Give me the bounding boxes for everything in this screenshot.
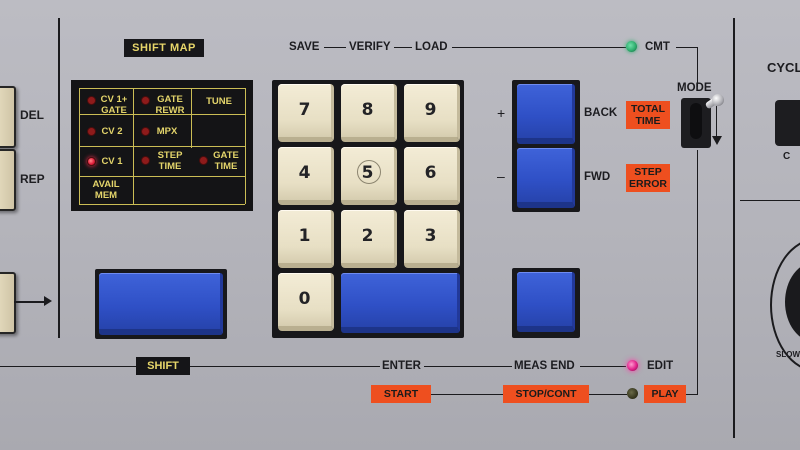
key-0[interactable]: 0 — [278, 273, 334, 331]
key-8[interactable]: 8 — [341, 84, 397, 142]
fwd-label: FWD — [584, 171, 611, 183]
del-label: DEL — [20, 108, 44, 122]
start-label: START — [371, 385, 431, 403]
arrow-right-icon — [44, 296, 52, 306]
key-5-ring-mark — [357, 160, 381, 184]
back-label: BACK — [584, 107, 618, 119]
mpx-label: MPX — [156, 126, 178, 137]
cmt-led — [626, 41, 637, 52]
rep-key[interactable] — [0, 149, 16, 211]
gate-rewr-led — [141, 96, 150, 105]
plus-label: + — [497, 105, 506, 121]
play-label: PLAY — [644, 385, 686, 403]
cv1-gate-led — [87, 96, 96, 105]
cv2-led — [87, 127, 96, 136]
key-2[interactable]: 2 — [341, 210, 397, 268]
cv1-led — [87, 157, 96, 166]
left-lower-key[interactable] — [0, 272, 16, 334]
verify-label: VERIFY — [349, 41, 391, 53]
enter-label: ENTER — [382, 360, 421, 372]
gate-time-led — [199, 156, 208, 165]
total-time-label: TOTAL TIME — [626, 101, 670, 129]
shift-label: SHIFT — [136, 357, 190, 375]
meas-end-key[interactable] — [517, 272, 575, 332]
cv2-label: CV 2 — [101, 126, 123, 137]
left-divider-line — [58, 18, 60, 338]
mode-toggle-tip[interactable] — [712, 94, 724, 106]
cycle-knob[interactable] — [785, 262, 800, 342]
back-key[interactable] — [517, 84, 575, 144]
meas-end-label: MEAS END — [514, 360, 575, 372]
minus-label: – — [497, 168, 505, 184]
save-label: SAVE — [289, 41, 320, 53]
cv1-label: CV 1 — [101, 156, 123, 167]
step-time-led — [141, 156, 150, 165]
cycle-sub-label: C — [783, 151, 791, 162]
load-label: LOAD — [415, 41, 448, 53]
play-led — [627, 388, 638, 399]
tune-label: TUNE — [206, 96, 232, 107]
cmt-label: CMT — [645, 41, 670, 53]
key-5-label: 5 — [361, 163, 374, 183]
key-6[interactable]: 6 — [404, 147, 460, 205]
step-error-label: STEP ERROR — [626, 164, 670, 192]
stop-cont-label: STOP/CONT — [503, 385, 589, 403]
avail-mem-label: AVAIL MEM — [92, 179, 120, 201]
gate-time-label: GATE TIME — [213, 150, 239, 172]
key-7[interactable]: 7 — [278, 84, 334, 142]
mpx-led — [141, 127, 150, 136]
gate-rewr-label: GATE REWR — [155, 94, 185, 116]
key-1[interactable]: 1 — [278, 210, 334, 268]
edit-label: EDIT — [647, 360, 674, 372]
key-9[interactable]: 9 — [404, 84, 460, 142]
shift-map-title: SHIFT MAP — [124, 39, 204, 57]
slow-label: SLOW — [776, 350, 800, 359]
key-5[interactable]: 5 — [341, 147, 397, 205]
shift-key[interactable] — [99, 273, 223, 335]
key-4[interactable]: 4 — [278, 147, 334, 205]
cycle-label: CYCL — [767, 60, 800, 75]
shift-map-plaque: CV 1+ GATE GATE REWR TUNE CV 2 MPX CV 1 … — [71, 80, 253, 211]
del-key[interactable] — [0, 86, 16, 148]
arrow-line — [14, 301, 48, 303]
mode-switch-slot — [690, 103, 702, 139]
enter-key[interactable] — [341, 273, 460, 333]
edit-led — [627, 360, 638, 371]
step-time-label: STEP TIME — [157, 150, 183, 172]
rep-label: REP — [20, 172, 45, 186]
arrow-down-icon — [712, 136, 722, 145]
cycle-switch[interactable] — [775, 100, 800, 146]
fwd-key[interactable] — [517, 148, 575, 208]
key-3[interactable]: 3 — [404, 210, 460, 268]
right-divider-line — [733, 18, 735, 438]
cv1-gate-label: CV 1+ GATE — [100, 94, 128, 116]
mode-label: MODE — [677, 82, 712, 94]
